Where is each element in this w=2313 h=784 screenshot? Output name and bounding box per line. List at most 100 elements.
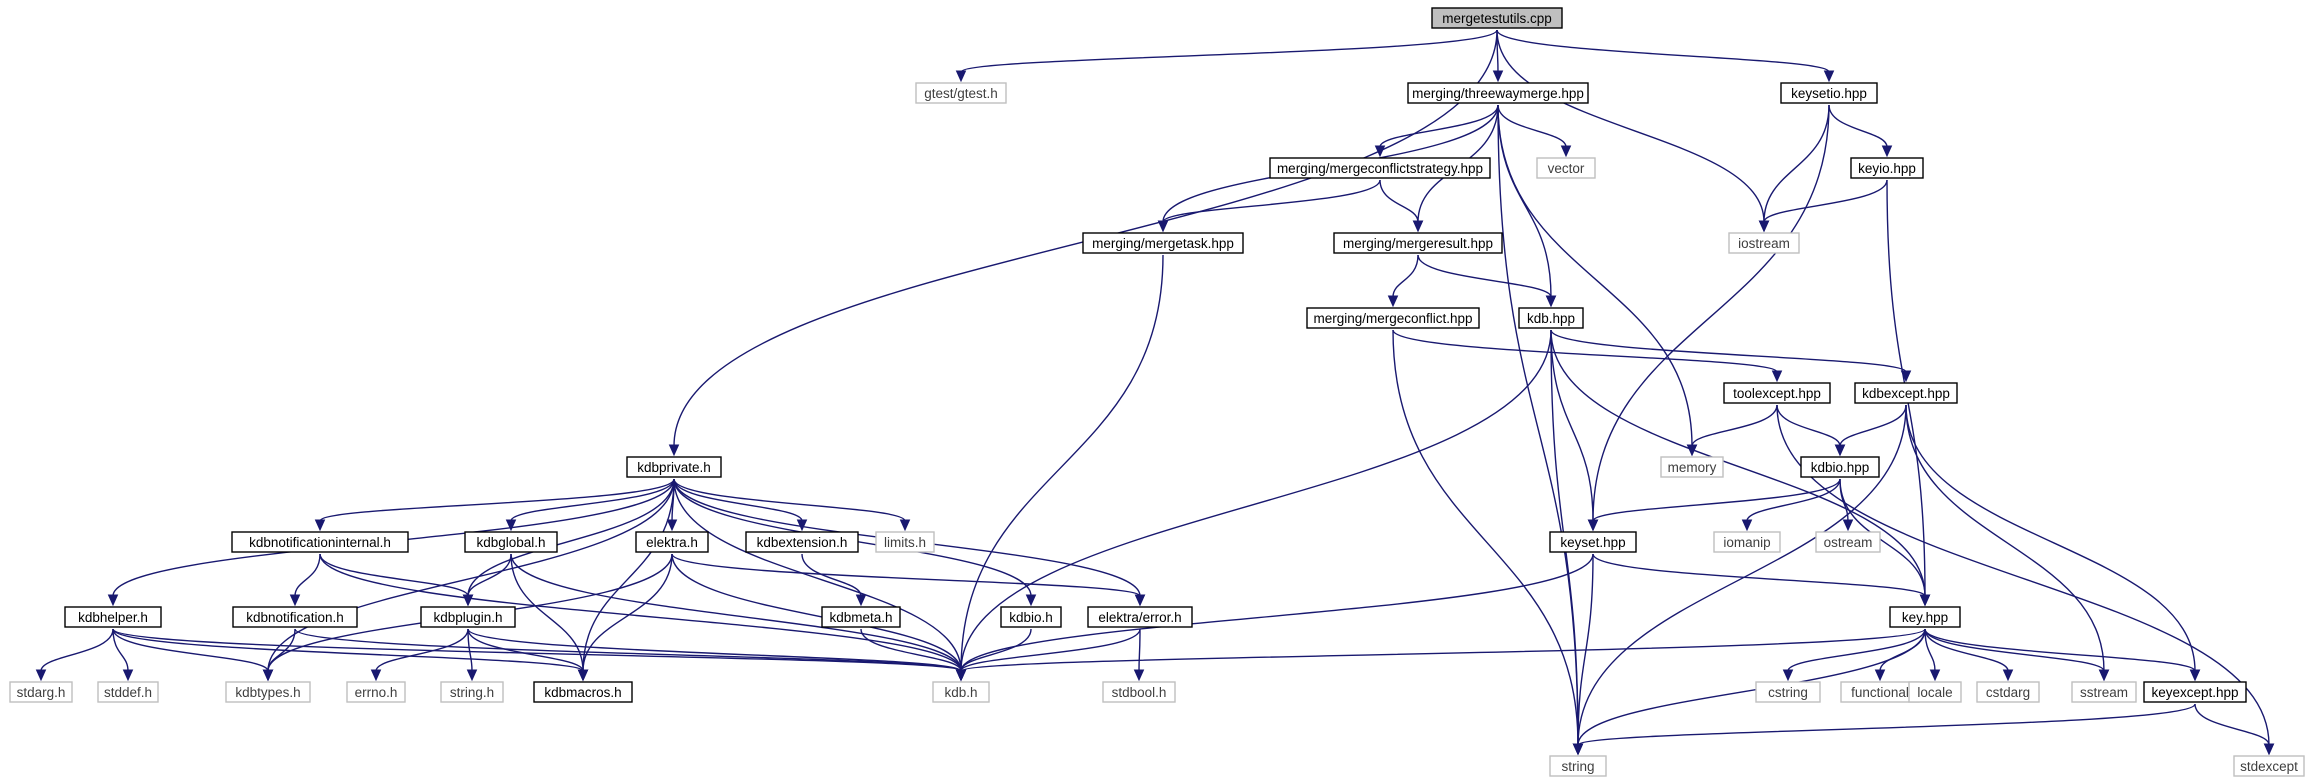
edge-threeway-to-mcstrat <box>1379 104 1499 148</box>
node-label-kdbglobal: kdbglobal.h <box>476 535 545 550</box>
edge-elektra-to-errorh <box>671 553 1141 597</box>
node-label-mergeconflict: merging/mergeconflict.hpp <box>1313 311 1472 326</box>
node-toolexcept[interactable]: toolexcept.hpp <box>1723 382 1831 404</box>
node-mergetask[interactable]: merging/mergetask.hpp <box>1082 232 1244 254</box>
edge-kdbiohpp-to-keyhpp <box>1839 478 1926 597</box>
edge-kdbprivate-to-kdbextension <box>673 478 803 522</box>
node-label-sstream: sstream <box>2080 685 2128 700</box>
node-label-memory: memory <box>1668 460 1717 475</box>
edge-errorh-to-kdbh <box>960 628 1141 672</box>
node-keysetio[interactable]: keysetio.hpp <box>1780 82 1878 104</box>
node-label-kdbprivate: kdbprivate.h <box>637 460 711 475</box>
edge-elektra-to-kdbmacros <box>582 553 673 672</box>
node-label-kdbiohpp: kdbio.hpp <box>1811 460 1870 475</box>
node-iostream: iostream <box>1728 232 1800 254</box>
node-label-keyio: keyio.hpp <box>1858 161 1916 176</box>
node-label-kdbtypes: kdbtypes.h <box>235 685 300 700</box>
node-mergeconflict[interactable]: merging/mergeconflict.hpp <box>1306 307 1480 329</box>
edge-kdbnotifint-to-kdbh <box>319 553 962 672</box>
node-kdbprivate[interactable]: kdbprivate.h <box>626 456 722 478</box>
edge-arrowhead-kdbprivate-to-limits <box>899 519 911 532</box>
edge-arrowhead-keyhpp-to-cstdarg <box>2002 669 2014 682</box>
node-box-kdbioh <box>1000 606 1062 628</box>
node-kdbmeta[interactable]: kdbmeta.h <box>821 606 901 628</box>
edge-arrowhead-elektra-to-errorh <box>1134 594 1146 607</box>
node-kdbioh[interactable]: kdbio.h <box>1000 606 1062 628</box>
node-label-kdbexcept: kdbexcept.hpp <box>1862 386 1950 401</box>
node-cstdarg: cstdarg <box>1976 681 2040 703</box>
node-mcstrat[interactable]: merging/mergeconflictstrategy.hpp <box>1269 157 1491 179</box>
edge-arrowhead-kdbprivate-to-elektra <box>666 519 678 532</box>
node-box-gtest <box>915 82 1007 104</box>
node-label-kdbhpp: kdb.hpp <box>1527 311 1575 326</box>
node-kdbmacros[interactable]: kdbmacros.h <box>533 681 633 703</box>
node-kdbglobal[interactable]: kdbglobal.h <box>464 531 558 553</box>
edge-kdbplugin-to-errno <box>375 628 469 672</box>
edge-kdbmeta-to-kdbh <box>860 628 962 672</box>
edge-arrowhead-keyset-to-keyhpp <box>1919 594 1931 607</box>
node-threeway[interactable]: merging/threewaymerge.hpp <box>1407 82 1589 104</box>
edge-arrowhead-errorh-to-stdbool <box>1133 669 1145 682</box>
node-kdbtypes: kdbtypes.h <box>225 681 311 703</box>
node-kdbhpp[interactable]: kdb.hpp <box>1518 307 1584 329</box>
edge-arrowhead-kdbglobal-to-kdbplugin <box>462 594 474 607</box>
node-label-iostream: iostream <box>1738 236 1790 251</box>
edge-arrowhead-threeway-to-vector <box>1560 145 1572 158</box>
edge-kdbexcept-to-string <box>1577 404 1907 746</box>
node-label-keyset: keyset.hpp <box>1560 535 1625 550</box>
node-label-kdbextension: kdbextension.h <box>757 535 848 550</box>
edge-arrowhead-kdbprivate-to-kdbhelper <box>107 594 119 607</box>
node-keyio[interactable]: keyio.hpp <box>1850 157 1924 179</box>
node-kdbextension[interactable]: kdbextension.h <box>745 531 859 553</box>
node-errorh[interactable]: elektra/error.h <box>1087 606 1193 628</box>
node-kdbhelper[interactable]: kdbhelper.h <box>64 606 162 628</box>
edge-arrowhead-root-to-gtest <box>955 70 967 83</box>
node-box-iomanip <box>1713 531 1781 553</box>
edge-arrowhead-kdbprivate-to-kdbnotifint <box>314 519 326 532</box>
edge-mergeresult-to-mergeconflict <box>1392 254 1419 298</box>
edge-keyexcept-to-string <box>1577 703 2196 746</box>
edge-keyhpp-to-sstream <box>1924 628 2105 672</box>
edge-kdbiohpp-to-iomanip <box>1746 478 1841 522</box>
node-mergeresult[interactable]: merging/mergeresult.hpp <box>1333 232 1503 254</box>
edge-arrowhead-kdbiohpp-to-keyset <box>1587 519 1599 532</box>
edge-keysetio-to-keyio <box>1828 104 1888 148</box>
node-sstream: sstream <box>2071 681 2137 703</box>
node-box-kdbtypes <box>225 681 311 703</box>
node-kdbplugin[interactable]: kdbplugin.h <box>420 606 516 628</box>
edge-arrowhead-root-to-kdbprivate <box>668 444 680 457</box>
node-keyhpp[interactable]: key.hpp <box>1889 606 1961 628</box>
node-elektra[interactable]: elektra.h <box>635 531 709 553</box>
edge-keysetio-to-keyset <box>1592 104 1830 522</box>
node-keyexcept[interactable]: keyexcept.hpp <box>2143 681 2247 703</box>
node-label-stdarg: stdarg.h <box>17 685 66 700</box>
node-locale: locale <box>1908 681 1962 703</box>
edge-arrowhead-kdbprivate-to-kdbioh <box>1025 594 1037 607</box>
node-kdbiohpp[interactable]: kdbio.hpp <box>1800 456 1880 478</box>
node-box-mcstrat <box>1269 157 1491 179</box>
node-kdbnotif[interactable]: kdbnotification.h <box>232 606 358 628</box>
edge-arrowhead-root-to-keysetio <box>1823 70 1835 83</box>
edge-arrowhead-keyhpp-to-functional <box>1874 669 1886 682</box>
node-box-stdarg <box>9 681 73 703</box>
edge-kdbnotif-to-kdbh <box>294 628 962 672</box>
node-label-mcstrat: merging/mergeconflictstrategy.hpp <box>1277 161 1483 176</box>
node-keyset[interactable]: keyset.hpp <box>1549 531 1637 553</box>
edge-arrowhead-threeway-to-mcstrat <box>1374 145 1386 158</box>
edge-arrowhead-keyexcept-to-string <box>1572 743 1584 756</box>
edge-kdbhelper-to-kdbmacros <box>112 628 584 672</box>
edge-arrowhead-kdbhelper-to-stddef <box>122 669 134 682</box>
node-label-ostream: ostream <box>1824 535 1873 550</box>
node-kdbnotifint[interactable]: kdbnotificationinternal.h <box>231 531 409 553</box>
edge-mergetask-to-kdbh <box>960 254 1164 672</box>
edge-root-to-iostream <box>1496 29 1765 223</box>
edge-kdbnotifint-to-kdbplugin <box>319 553 469 597</box>
edge-arrowhead-keyhpp-to-sstream <box>2098 669 2110 682</box>
edge-arrowhead-keyhpp-to-keyexcept <box>2189 669 2201 682</box>
node-kdbexcept[interactable]: kdbexcept.hpp <box>1854 382 1958 404</box>
node-label-iomanip: iomanip <box>1723 535 1770 550</box>
edge-arrowhead-mergeconflict-to-toolexcept <box>1771 370 1783 383</box>
node-root[interactable]: mergetestutils.cpp <box>1431 7 1563 29</box>
edge-arrowhead-mergeresult-to-mergeconflict <box>1387 295 1399 308</box>
